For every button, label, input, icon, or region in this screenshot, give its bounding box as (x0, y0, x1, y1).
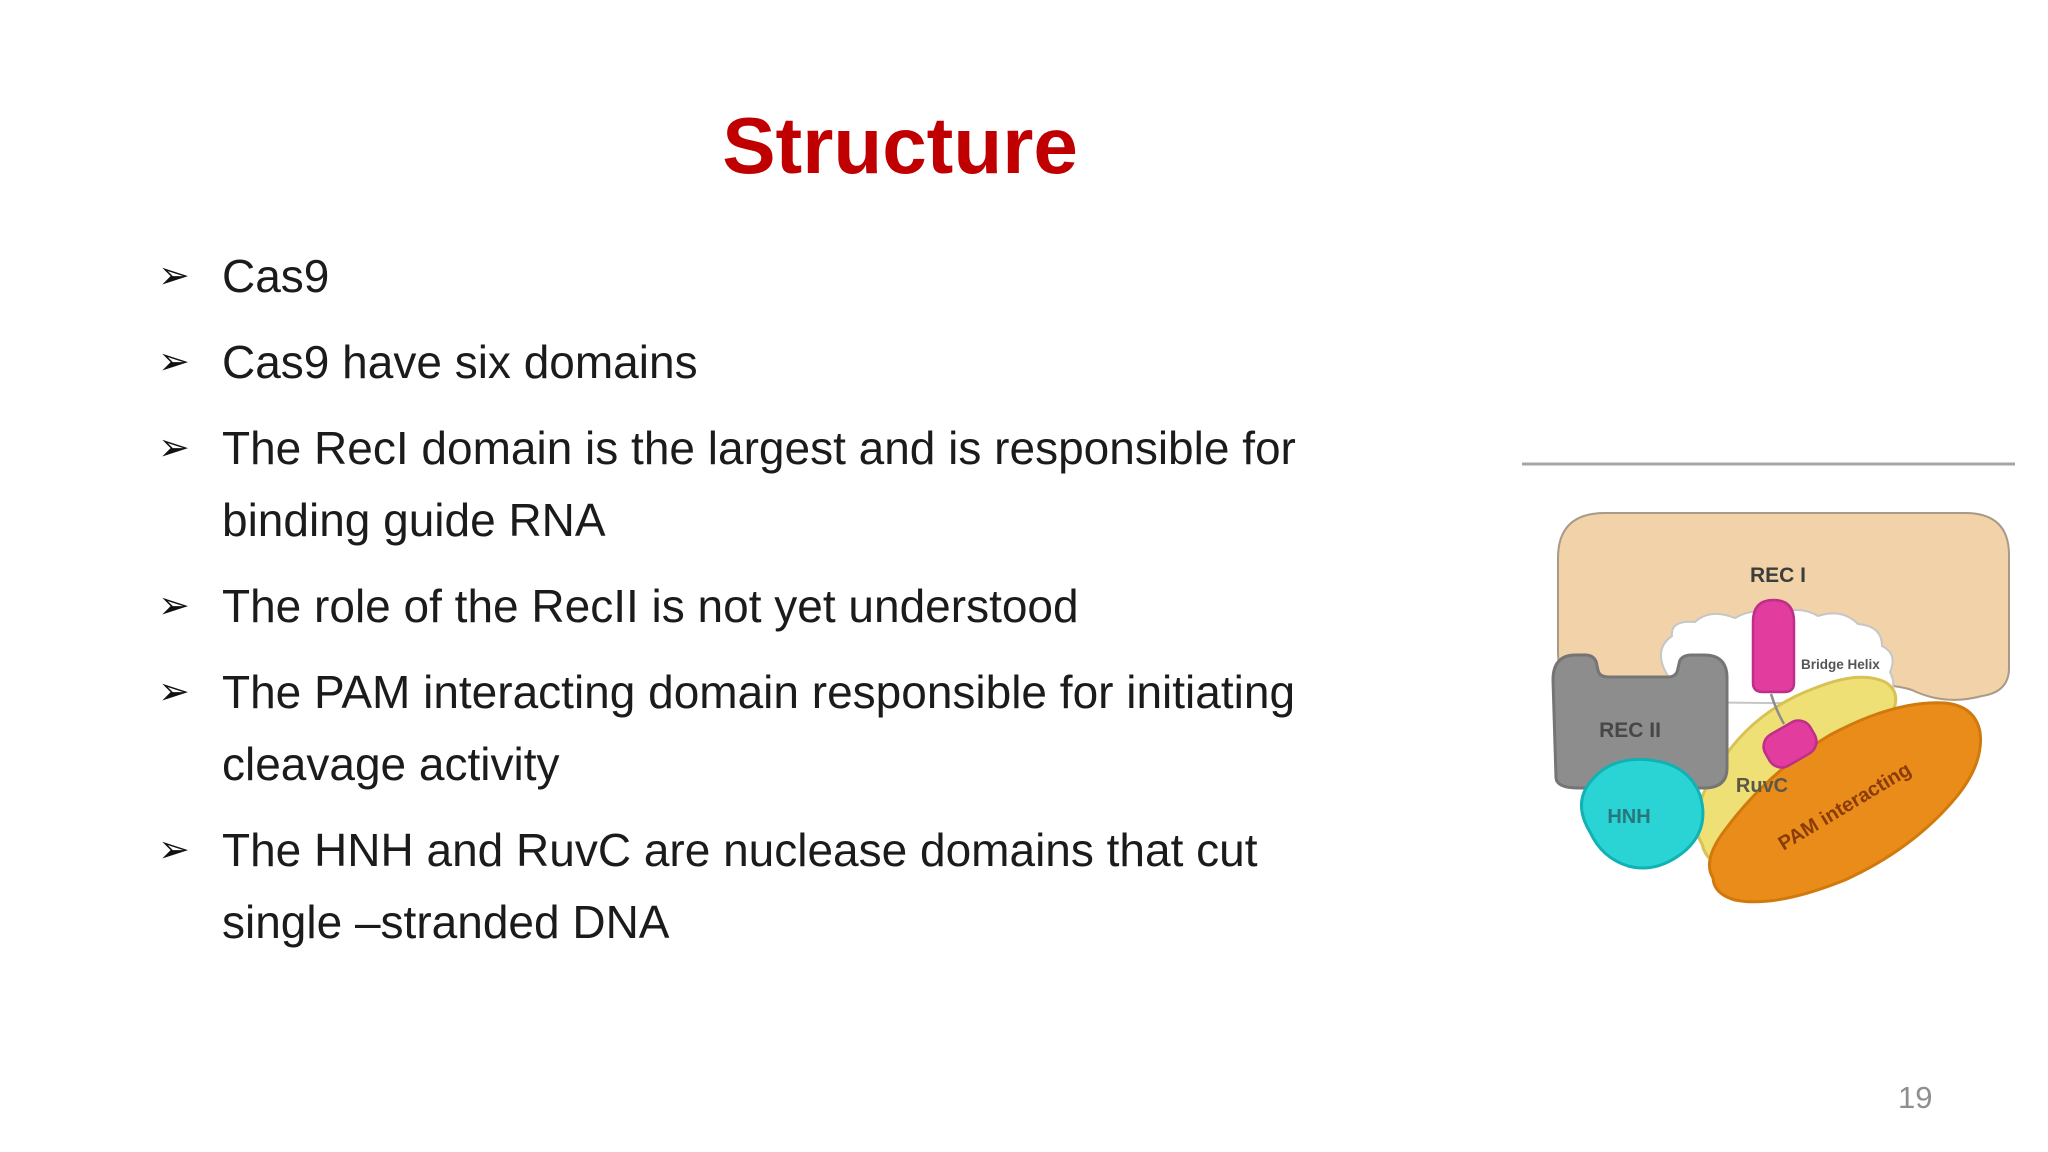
rec2-shape (1551, 653, 1729, 790)
bullet-text-line: cleavage activity (222, 738, 560, 790)
page-number: 19 (1898, 1080, 1933, 1115)
cas9-structure-diagram: REC I Bridge Helix REC II RuvC HNH PAM i… (1522, 462, 2015, 904)
bridge-helix-connector-line (1769, 693, 1786, 725)
bullet-text: The HNH and RuvC are nuclease domains th… (222, 814, 1258, 958)
bridge-helix-lower-segment-shape (1762, 719, 1818, 769)
hnh-label: HNH (1607, 806, 1650, 828)
bullet-arrow-icon: ➢ (158, 341, 190, 383)
rec1-label: REC I (1750, 564, 1806, 587)
bridge-helix-label: Bridge Helix (1801, 657, 1880, 672)
bullet-text-line: single –stranded DNA (222, 896, 670, 948)
pam-interacting-shape (1708, 701, 1983, 904)
bullet-arrow-icon: ➢ (158, 829, 190, 871)
bullet-arrow-icon: ➢ (158, 255, 190, 297)
bullet-text-line: Cas9 (222, 250, 330, 302)
bullet-text-line: binding guide RNA (222, 494, 606, 546)
slide-title: Structure (722, 101, 1078, 190)
bullet-item: ➢ The HNH and RuvC are nuclease domains t… (158, 814, 1296, 958)
bullet-text: Cas9 have six domains (222, 326, 698, 398)
hnh-shape (1580, 757, 1705, 870)
bullet-item: ➢ Cas9 have six domains (158, 326, 1296, 398)
bullet-text-line: The PAM interacting domain responsible f… (222, 666, 1296, 718)
bullet-text: The role of the RecII is not yet underst… (222, 570, 1079, 642)
ruvc-label: RuvC (1736, 775, 1788, 797)
bullet-item: ➢ The PAM interacting domain responsible … (158, 656, 1296, 800)
bullet-item: ➢ The RecI domain is the largest and is r… (158, 412, 1296, 556)
bullet-arrow-icon: ➢ (158, 585, 190, 627)
bullet-text: The RecI domain is the largest and is re… (222, 412, 1296, 556)
bullet-text-line: The RecI domain is the largest and is re… (222, 422, 1296, 474)
bullet-text: Cas9 (222, 240, 329, 312)
bullet-text: The PAM interacting domain responsible f… (222, 656, 1295, 800)
bullet-arrow-icon: ➢ (158, 427, 190, 469)
bullet-arrow-icon: ➢ (158, 671, 190, 713)
bridge-helix-pill-shape (1751, 598, 1796, 694)
bullet-item: ➢ The role of the RecII is not yet unders… (158, 570, 1296, 642)
bullet-list: ➢ Cas9 ➢ Cas9 have six domains ➢ The RecI dom… (158, 240, 1296, 972)
bullet-text-line: The role of the RecII is not yet underst… (222, 580, 1079, 632)
bullet-text-line: The HNH and RuvC are nuclease domains th… (222, 824, 1258, 876)
rec2-label: REC II (1599, 719, 1661, 742)
bullet-text-line: Cas9 have six domains (222, 336, 698, 388)
bullet-item: ➢ Cas9 (158, 240, 1296, 312)
